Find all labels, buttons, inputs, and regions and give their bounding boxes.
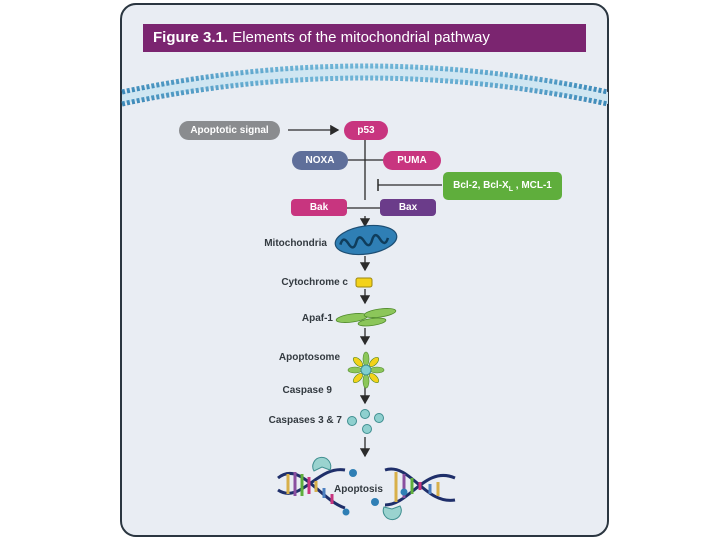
apoptotic-fragments-icon xyxy=(312,456,408,521)
bak-node: Bak xyxy=(291,199,347,216)
p53-node: p53 xyxy=(344,121,388,140)
figure-caption: Elements of the mitochondrial pathway xyxy=(228,29,490,46)
dna-left-icon xyxy=(277,468,346,510)
apoptosome-icon xyxy=(347,351,385,389)
mitochondria-label: Mitochondria xyxy=(264,238,327,249)
apoptosis-label: Apoptosis xyxy=(334,484,383,495)
figure-number: Figure 3.1. xyxy=(153,29,229,46)
caspases-icon xyxy=(347,409,384,434)
figure-title: Figure 3.1. Elements of the mitochondria… xyxy=(143,24,586,52)
bcl-node: Bcl-2, Bcl-XL , MCL-1 xyxy=(443,172,562,200)
bcl-label-tail: , MCL-1 xyxy=(512,180,552,191)
mitochondria-icon xyxy=(334,224,398,256)
dna-right-icon xyxy=(384,467,456,507)
noxa-node: NOXA xyxy=(292,151,348,170)
apoptotic-signal-node: Apoptotic signal xyxy=(179,121,280,140)
caspase-9-label: Caspase 9 xyxy=(282,385,332,396)
apaf1-icon xyxy=(335,308,397,327)
cytochrome-c-icon xyxy=(355,277,373,288)
caspases-3-7-label: Caspases 3 & 7 xyxy=(268,415,342,426)
apoptosome-label: Apoptosome xyxy=(278,352,340,363)
bax-node: Bax xyxy=(380,199,436,216)
cell-membrane xyxy=(121,63,609,107)
bcl-subscript: L xyxy=(508,186,513,193)
puma-node: PUMA xyxy=(383,151,441,170)
bcl-label: Bcl-2, Bcl-X xyxy=(453,180,509,191)
cytochrome-c-label: Cytochrome c xyxy=(281,277,348,288)
apaf1-label: Apaf-1 xyxy=(301,313,333,324)
